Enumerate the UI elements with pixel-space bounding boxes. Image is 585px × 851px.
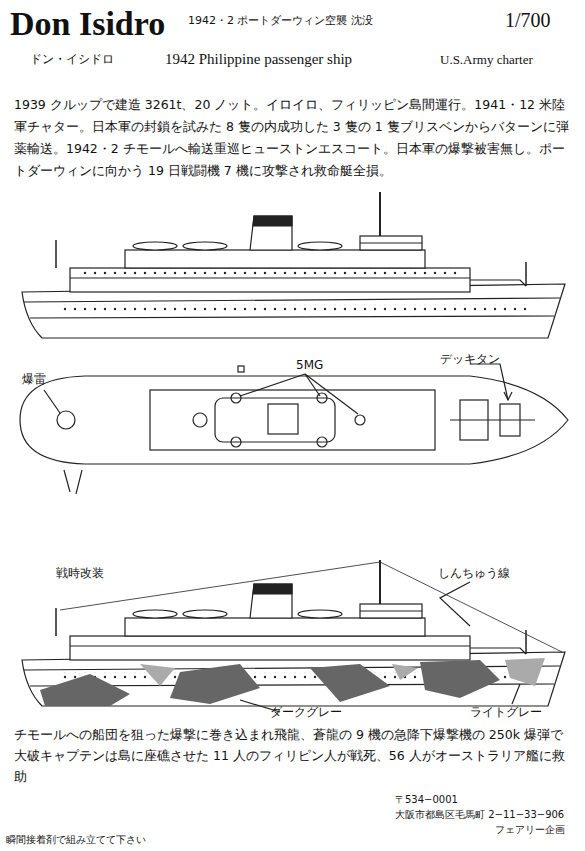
assembly-note: 瞬間接着剤で組み立てて下さい	[6, 834, 146, 846]
ship-type: 1942 Philippine passenger ship	[165, 50, 352, 68]
part-label: デッキタン	[440, 352, 500, 366]
ship-title: Don Isidro	[10, 4, 165, 45]
subtitle-date: 1942・2 ポートダーウィン空襲 沈没	[188, 14, 373, 27]
japanese-name: ドン・イシドロ	[30, 52, 114, 66]
color-label: ライトグレー	[470, 705, 542, 719]
charter-label: U.S.Army charter	[440, 52, 533, 68]
section-label: 戦時改装	[56, 566, 104, 580]
history-text: 1939 クルップで建造 3261t、20 ノット。イロイロ、フィリッピン島間運…	[14, 94, 570, 182]
part-label: 5MG	[296, 358, 323, 372]
publisher: フェアリー企画	[495, 824, 565, 836]
part-label: しんちゅう線	[438, 566, 510, 580]
part-label: 爆雷	[22, 372, 46, 386]
postal-code: 〒534−0001	[395, 794, 458, 806]
color-label: ダークグレー	[270, 705, 342, 719]
address: 大阪市都島区毛馬町 2−11−33−906	[395, 809, 564, 821]
scale-label: 1/700	[505, 8, 551, 32]
fate-text: チモールへの船団を狙った爆撃に巻き込まれ飛龍、蒼龍の 9 機の急降下爆撃機の 2…	[14, 724, 570, 787]
